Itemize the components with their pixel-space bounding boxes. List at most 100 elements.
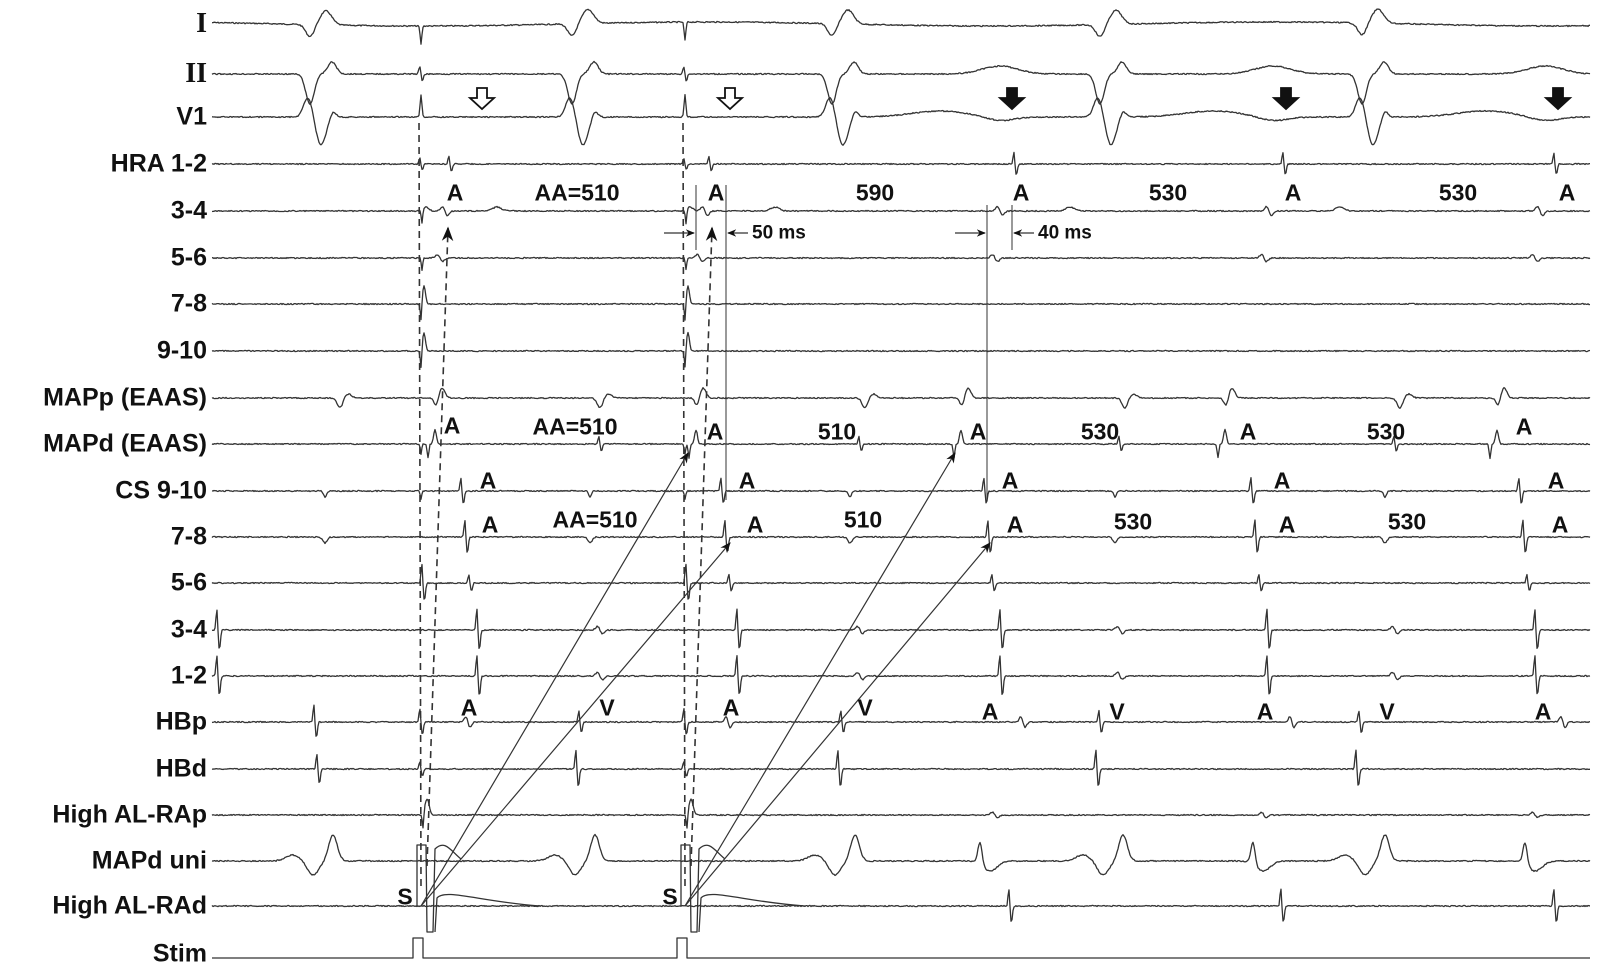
trace-stim [212, 937, 1590, 959]
atrial-activation-label: A [746, 511, 764, 538]
atrial-activation-label: A [481, 511, 499, 538]
channel-label: 7-8 [170, 522, 207, 551]
conduction-arrow [684, 452, 956, 907]
cycle-length-label: 590 [855, 179, 895, 206]
cycle-length-label: 530 [1387, 508, 1427, 535]
stimulus-label: S [662, 883, 678, 910]
channel-label: 1-2 [170, 661, 207, 690]
trace-5-6 [211, 253, 1591, 272]
channel-label: High AL-RAp [52, 800, 207, 829]
conduction-arrow [420, 452, 689, 907]
channel-label: HRA 1-2 [110, 149, 207, 178]
filled-down-arrow-icon [1543, 87, 1573, 111]
atrial-activation-label: A [707, 179, 725, 206]
stimulus-artifact [680, 844, 726, 933]
atrial-activation-label: A [722, 694, 740, 721]
channel-label: MAPd uni [91, 846, 207, 875]
atrial-activation-label: A [1006, 511, 1024, 538]
cycle-length-label: AA=510 [534, 179, 620, 206]
atrial-activation-label: A [738, 467, 756, 494]
atrial-activation-label: A [1534, 698, 1552, 725]
trace-9-10 [211, 331, 1591, 368]
ventricular-activation-label: V [1379, 698, 1395, 725]
cycle-length-label: 510 [817, 418, 857, 445]
channel-label: 7-8 [170, 289, 207, 318]
trace-mapd-uni [211, 833, 1591, 877]
conduction-arrow [420, 542, 731, 907]
atrial-activation-label: A [1278, 511, 1296, 538]
ventricular-activation-label: V [857, 694, 873, 721]
channel-label: 3-4 [170, 196, 207, 225]
cycle-length-label: 530 [1148, 179, 1188, 206]
trace-ii [211, 60, 1591, 105]
trace-7-8 [211, 519, 1591, 553]
channel-label: II [185, 58, 207, 89]
atrial-activation-label: A [1547, 467, 1565, 494]
conduction-arrow-dashed [426, 226, 454, 867]
cycle-length-label: 530 [1113, 508, 1153, 535]
annotation-overlay [416, 87, 1573, 933]
stimulus-timing-line [418, 119, 422, 887]
atrial-activation-label: A [1239, 418, 1257, 445]
filled-down-arrow-icon [997, 87, 1027, 111]
cycle-length-label: 530 [1438, 179, 1478, 206]
trace-high-al-rap [211, 798, 1591, 829]
trace-3-4 [211, 608, 1591, 650]
channel-label: 5-6 [170, 568, 207, 597]
stimulus-timing-line [682, 119, 686, 887]
conduction-arrow [684, 542, 991, 907]
channel-label: MAPd (EAAS) [43, 429, 207, 458]
trace-mapp-eaas- [211, 386, 1591, 409]
trace-3-4 [211, 205, 1591, 225]
conduction-arrow-dashed [690, 226, 718, 867]
atrial-activation-label: A [1001, 467, 1019, 494]
ventricular-activation-label: V [599, 694, 615, 721]
channel-label: CS 9-10 [115, 476, 207, 505]
channel-label: 9-10 [156, 336, 207, 365]
cycle-length-label: AA=510 [552, 506, 638, 533]
channel-label: HBd [155, 754, 207, 783]
stimulus-artifact-decay [434, 893, 542, 933]
atrial-activation-label: A [1515, 413, 1533, 440]
atrial-activation-label: A [460, 694, 478, 721]
trace-hbp [211, 704, 1591, 737]
channel-label: 5-6 [170, 243, 207, 272]
atrial-activation-label: A [1551, 511, 1569, 538]
atrial-activation-label: A [706, 418, 724, 445]
interval-label: 50 ms [752, 222, 806, 244]
trace-hra-1-2 [211, 151, 1591, 175]
trace-v1 [211, 93, 1591, 146]
open-down-arrow-icon [715, 87, 745, 111]
cycle-length-label: 530 [1366, 418, 1406, 445]
trace-cs-9-10 [211, 477, 1591, 504]
atrial-activation-label: A [1558, 179, 1576, 206]
atrial-activation-label: A [969, 418, 987, 445]
stimulus-artifact [416, 844, 462, 933]
atrial-activation-label: A [981, 698, 999, 725]
atrial-activation-label: A [1256, 698, 1274, 725]
atrial-activation-label: A [446, 179, 464, 206]
interval-label: 40 ms [1038, 222, 1092, 244]
channel-label: 3-4 [170, 615, 207, 644]
atrial-activation-label: A [1284, 179, 1302, 206]
atrial-activation-label: A [1012, 179, 1030, 206]
atrial-activation-label: A [1273, 467, 1291, 494]
channel-label: V1 [176, 102, 207, 131]
atrial-activation-label: A [443, 412, 461, 439]
filled-down-arrow-icon [1271, 87, 1301, 111]
trace-hbd [211, 749, 1590, 786]
ventricular-activation-label: V [1109, 698, 1125, 725]
trace-high-al-rad [211, 888, 1590, 922]
cycle-length-label: 510 [843, 506, 883, 533]
trace-5-6 [211, 563, 1591, 600]
cycle-length-label: AA=510 [532, 413, 618, 440]
channel-label: HBp [155, 707, 207, 736]
trace-7-8 [211, 285, 1591, 321]
trace-layer [211, 8, 1591, 959]
channel-label: Stim [152, 939, 207, 968]
stimulus-artifact-decay [698, 893, 806, 933]
channel-label: MAPp (EAAS) [43, 383, 207, 412]
stimulus-label: S [397, 883, 413, 910]
